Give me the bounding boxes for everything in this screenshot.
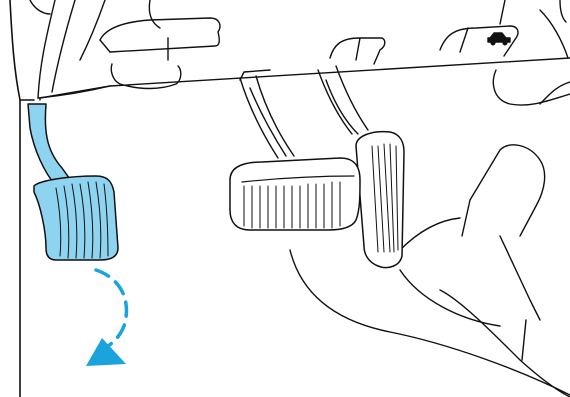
dash-fixtures — [330, 0, 568, 64]
door-edge — [10, 0, 34, 397]
steering-column-trim — [30, 0, 160, 98]
floor-contours — [290, 70, 570, 397]
accelerator-pedal — [356, 132, 404, 268]
parking-brake-arm — [28, 104, 72, 186]
car-hood-icon — [488, 33, 510, 45]
parking-brake-pedal — [28, 104, 118, 260]
arrow-head — [86, 338, 126, 366]
under-dash-panel — [40, 18, 570, 100]
accelerator-pedal-arm — [318, 66, 368, 134]
release-direction-arrow — [86, 270, 126, 366]
brake-pedal — [230, 158, 360, 230]
brake-pedal-arm — [240, 76, 294, 158]
